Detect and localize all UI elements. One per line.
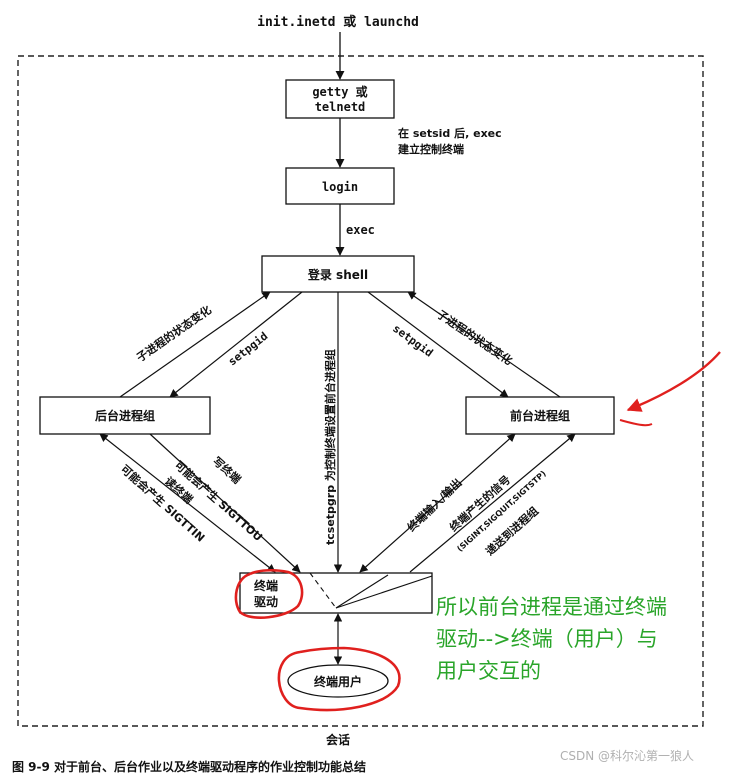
driver-dashed-line: [309, 572, 337, 609]
arrow-shell-to-bg: [169, 291, 303, 398]
red-circle-terminal-user: [277, 646, 401, 712]
getty-box-line2: telnetd: [315, 100, 366, 114]
setsid-note-line1: 在 setsid 后, exec: [398, 126, 502, 140]
exec-label: exec: [346, 223, 375, 237]
login-shell-label: 登录 shell: [307, 267, 368, 282]
annotation-line2: 驱动-->终端（用户）与: [436, 627, 658, 651]
edge-signals-line3: 递送到进程组: [483, 504, 541, 559]
login-box: [285, 167, 395, 205]
arrow-shell-to-fg: [367, 291, 509, 398]
terminal-driver-box: [239, 572, 433, 614]
red-circle-terminal-driver: [234, 568, 304, 619]
arrow-signals-to-fg: [409, 433, 576, 573]
foreground-process-group-box: [465, 396, 615, 435]
annotation-line1: 所以前台进程是通过终端: [436, 595, 667, 619]
top-label: init.inetd 或 launchd: [257, 14, 419, 30]
edge-setpgid-right: setpgid: [390, 322, 435, 360]
login-shell-box: [261, 255, 415, 293]
edge-child-state-right: 子进程的状态变化: [434, 307, 515, 368]
driver-line-a: [335, 574, 389, 609]
terminal-user-label: 终端用户: [314, 674, 362, 689]
foreground-process-group-label: 前台进程组: [510, 408, 570, 423]
getty-box-line1: getty 或: [312, 84, 367, 99]
red-arrow-to-foreground: [626, 351, 721, 412]
login-box-label: login: [322, 180, 358, 194]
edge-tcsetpgrp: tcsetpgrp 为控制终端设置前台进程组: [323, 349, 337, 545]
arrow-bg-to-shell: [119, 291, 271, 398]
arrow-fg-io: [359, 433, 516, 573]
background-process-group-label: 后台进程组: [95, 408, 155, 423]
session-boundary: [17, 55, 704, 727]
red-underline-foreground: [619, 419, 653, 427]
edge-child-state-left: 子进程的状态变化: [134, 303, 214, 365]
figure-caption: 图 9-9 对于前台、后台作业以及终端驱动程序的作业控制功能总结: [12, 759, 366, 774]
arrow-fg-to-shell: [407, 291, 561, 398]
terminal-driver-line1: 终端: [254, 578, 278, 593]
watermark: CSDN @科尔沁第一狼人: [560, 748, 694, 763]
terminal-driver-line2: 驱动: [254, 595, 278, 609]
setsid-note-line2: 建立控制终端: [398, 142, 464, 156]
edge-write-line1: 写终端: [210, 454, 244, 486]
session-label: 会话: [326, 732, 350, 747]
annotation-line3: 用户交互的: [436, 659, 541, 683]
arrow-bg-read-terminal: [99, 433, 276, 573]
driver-line-b: [335, 575, 433, 609]
terminal-user-ellipse: [287, 664, 389, 698]
